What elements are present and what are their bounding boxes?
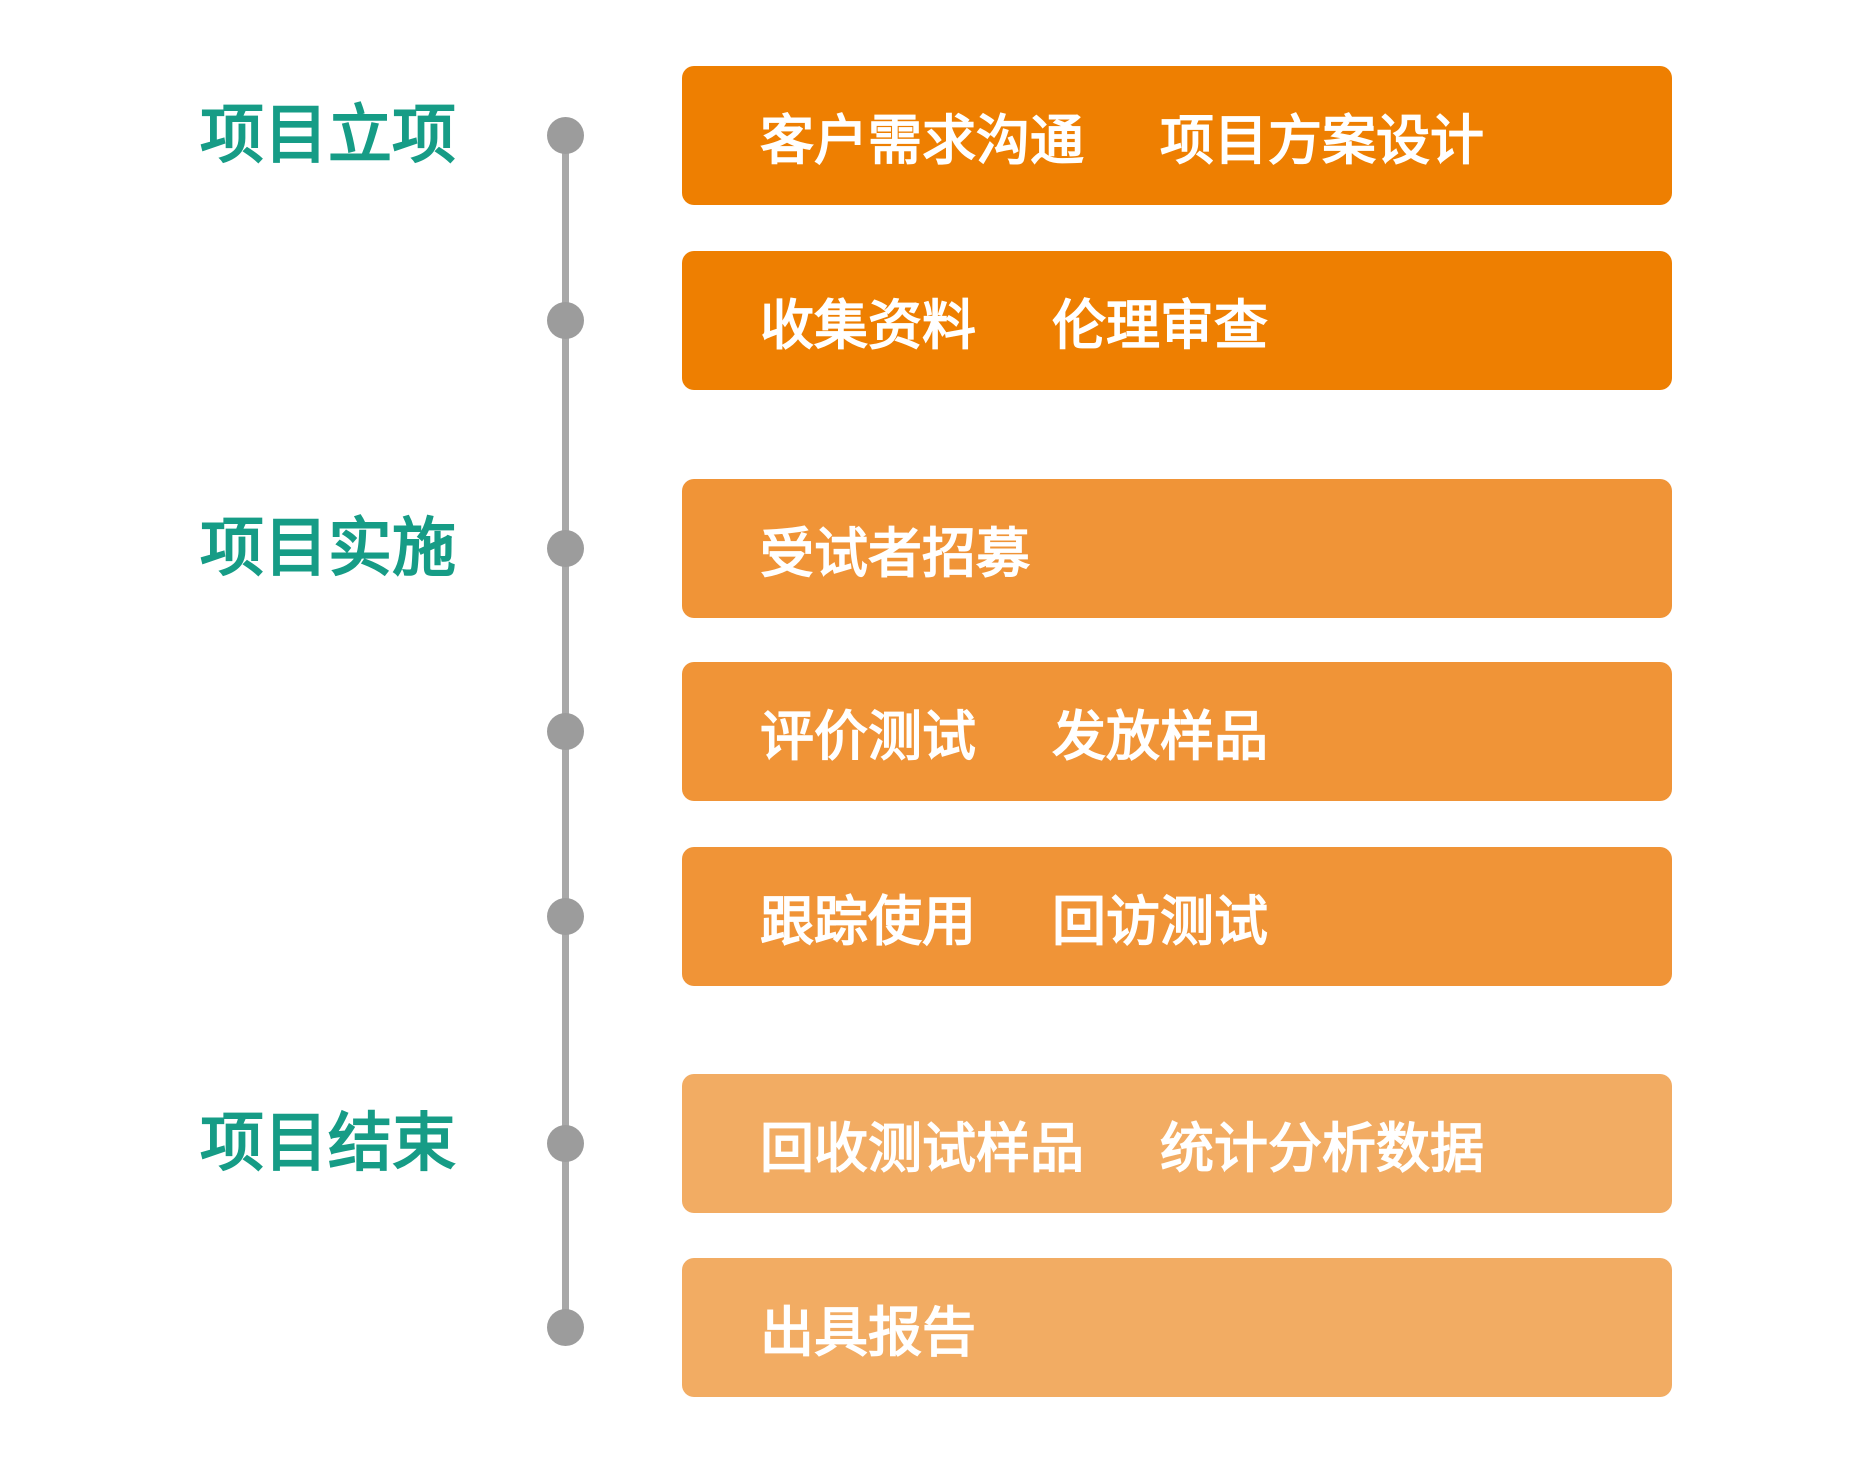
timeline-dot-6	[547, 1125, 584, 1162]
timeline-dot-3	[547, 530, 584, 567]
step-text: 统计分析数据	[1160, 1117, 1484, 1180]
step-text: 受试者招募	[760, 522, 1030, 585]
step-text: 发放样品	[1052, 705, 1268, 768]
step-box-follow-up: 跟踪使用 回访测试	[682, 847, 1672, 986]
step-box-collect-materials: 收集资料 伦理审查	[682, 251, 1672, 390]
step-text: 回收测试样品	[760, 1117, 1084, 1180]
step-text: 客户需求沟通	[760, 109, 1084, 172]
timeline-dot-7	[547, 1309, 584, 1346]
stage-label-implementation: 项目实施	[200, 512, 456, 586]
step-text: 回访测试	[1052, 890, 1268, 953]
timeline-dot-2	[547, 302, 584, 339]
step-text: 伦理审查	[1052, 294, 1268, 357]
step-text: 出具报告	[760, 1301, 976, 1364]
step-text: 项目方案设计	[1160, 109, 1484, 172]
step-box-recover-samples: 回收测试样品 统计分析数据	[682, 1074, 1672, 1213]
stage-label-initiation: 项目立项	[200, 99, 456, 173]
step-text: 收集资料	[760, 294, 976, 357]
step-box-subject-recruitment: 受试者招募	[682, 479, 1672, 618]
timeline-dot-4	[547, 713, 584, 750]
step-box-customer-needs: 客户需求沟通 项目方案设计	[682, 66, 1672, 205]
timeline-dot-1	[547, 117, 584, 154]
timeline-dot-5	[547, 898, 584, 935]
step-text: 跟踪使用	[760, 890, 976, 953]
step-box-evaluation-test: 评价测试 发放样品	[682, 662, 1672, 801]
step-box-issue-report: 出具报告	[682, 1258, 1672, 1397]
step-text: 评价测试	[760, 705, 976, 768]
stage-label-closure: 项目结束	[200, 1107, 456, 1181]
